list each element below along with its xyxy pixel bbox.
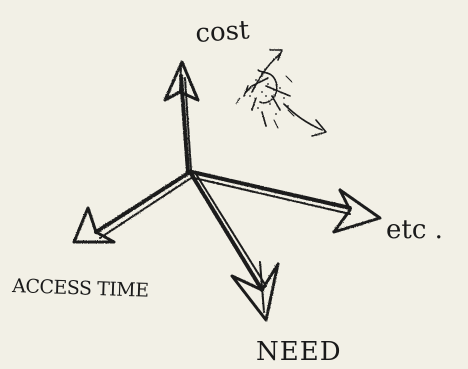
- access-time-label: ACCESS TIME: [11, 275, 149, 302]
- extra-dimension-sketch: [236, 50, 326, 136]
- need-label: NEED: [256, 337, 342, 367]
- access-time-axis-arrow: [74, 172, 194, 242]
- cost-axis-arrow: [165, 62, 198, 172]
- etc-label: etc .: [386, 215, 443, 245]
- cost-label: cost: [194, 15, 251, 49]
- stipple-dots: [249, 75, 289, 115]
